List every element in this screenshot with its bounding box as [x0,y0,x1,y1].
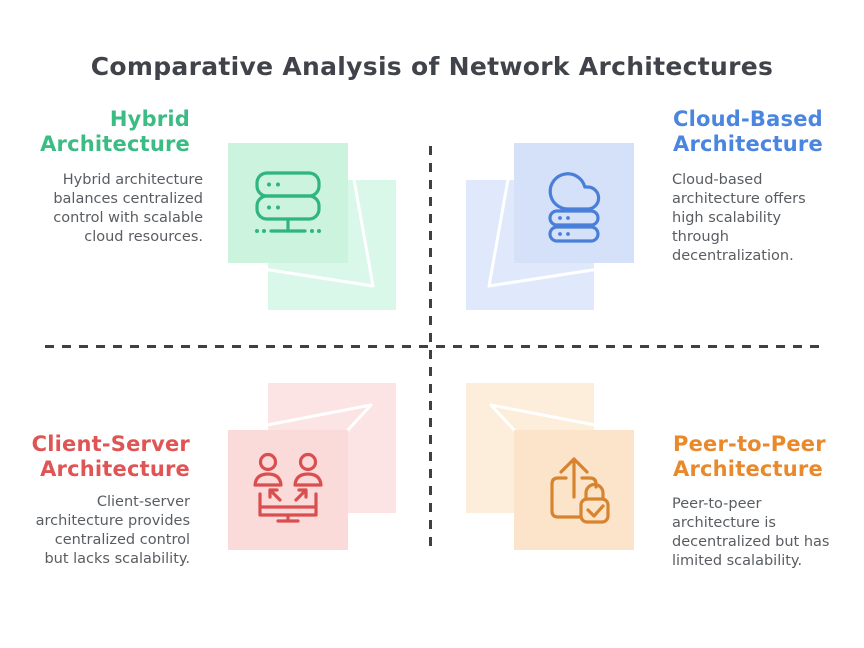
quadrant-description-cloud-based: Cloud-based architecture offers high sca… [672,172,806,264]
fold-lines [487,144,633,288]
quadrant-title-cloud-based: Cloud-Based Architecture [673,107,823,156]
quadrant-title-peer-to-peer: Peer-to-Peer Architecture [673,432,826,481]
hybrid-icon-block [228,143,396,310]
quadrant-description-hybrid: Hybrid architecture balances centralized… [53,172,203,245]
users-monitor-icon [253,452,323,523]
fold-lines [229,144,375,288]
client-server-icon-block [228,383,396,550]
quadrant-description-client-server: Client-server architecture provides cent… [35,494,190,567]
front-square [514,143,634,263]
fold-lines [489,403,633,434]
front-square [228,430,348,550]
front-square [228,143,348,263]
server-icon [255,171,321,233]
quadrant-description-peer-to-peer: Peer-to-peer architecture is decentraliz… [672,496,830,569]
upload-lock-icon [550,457,610,524]
quadrant-title-client-server: Client-Server Architecture [31,432,190,481]
quadrant-title-hybrid: Hybrid Architecture [40,107,190,156]
peer-to-peer-icon-block [466,383,634,550]
cloud-server-icon [550,174,599,243]
vertical-divider [429,146,432,546]
page-title: Comparative Analysis of Network Architec… [90,52,774,81]
fold-lines [229,403,373,434]
horizontal-divider [45,345,821,348]
cloud-icon-block [466,143,634,310]
